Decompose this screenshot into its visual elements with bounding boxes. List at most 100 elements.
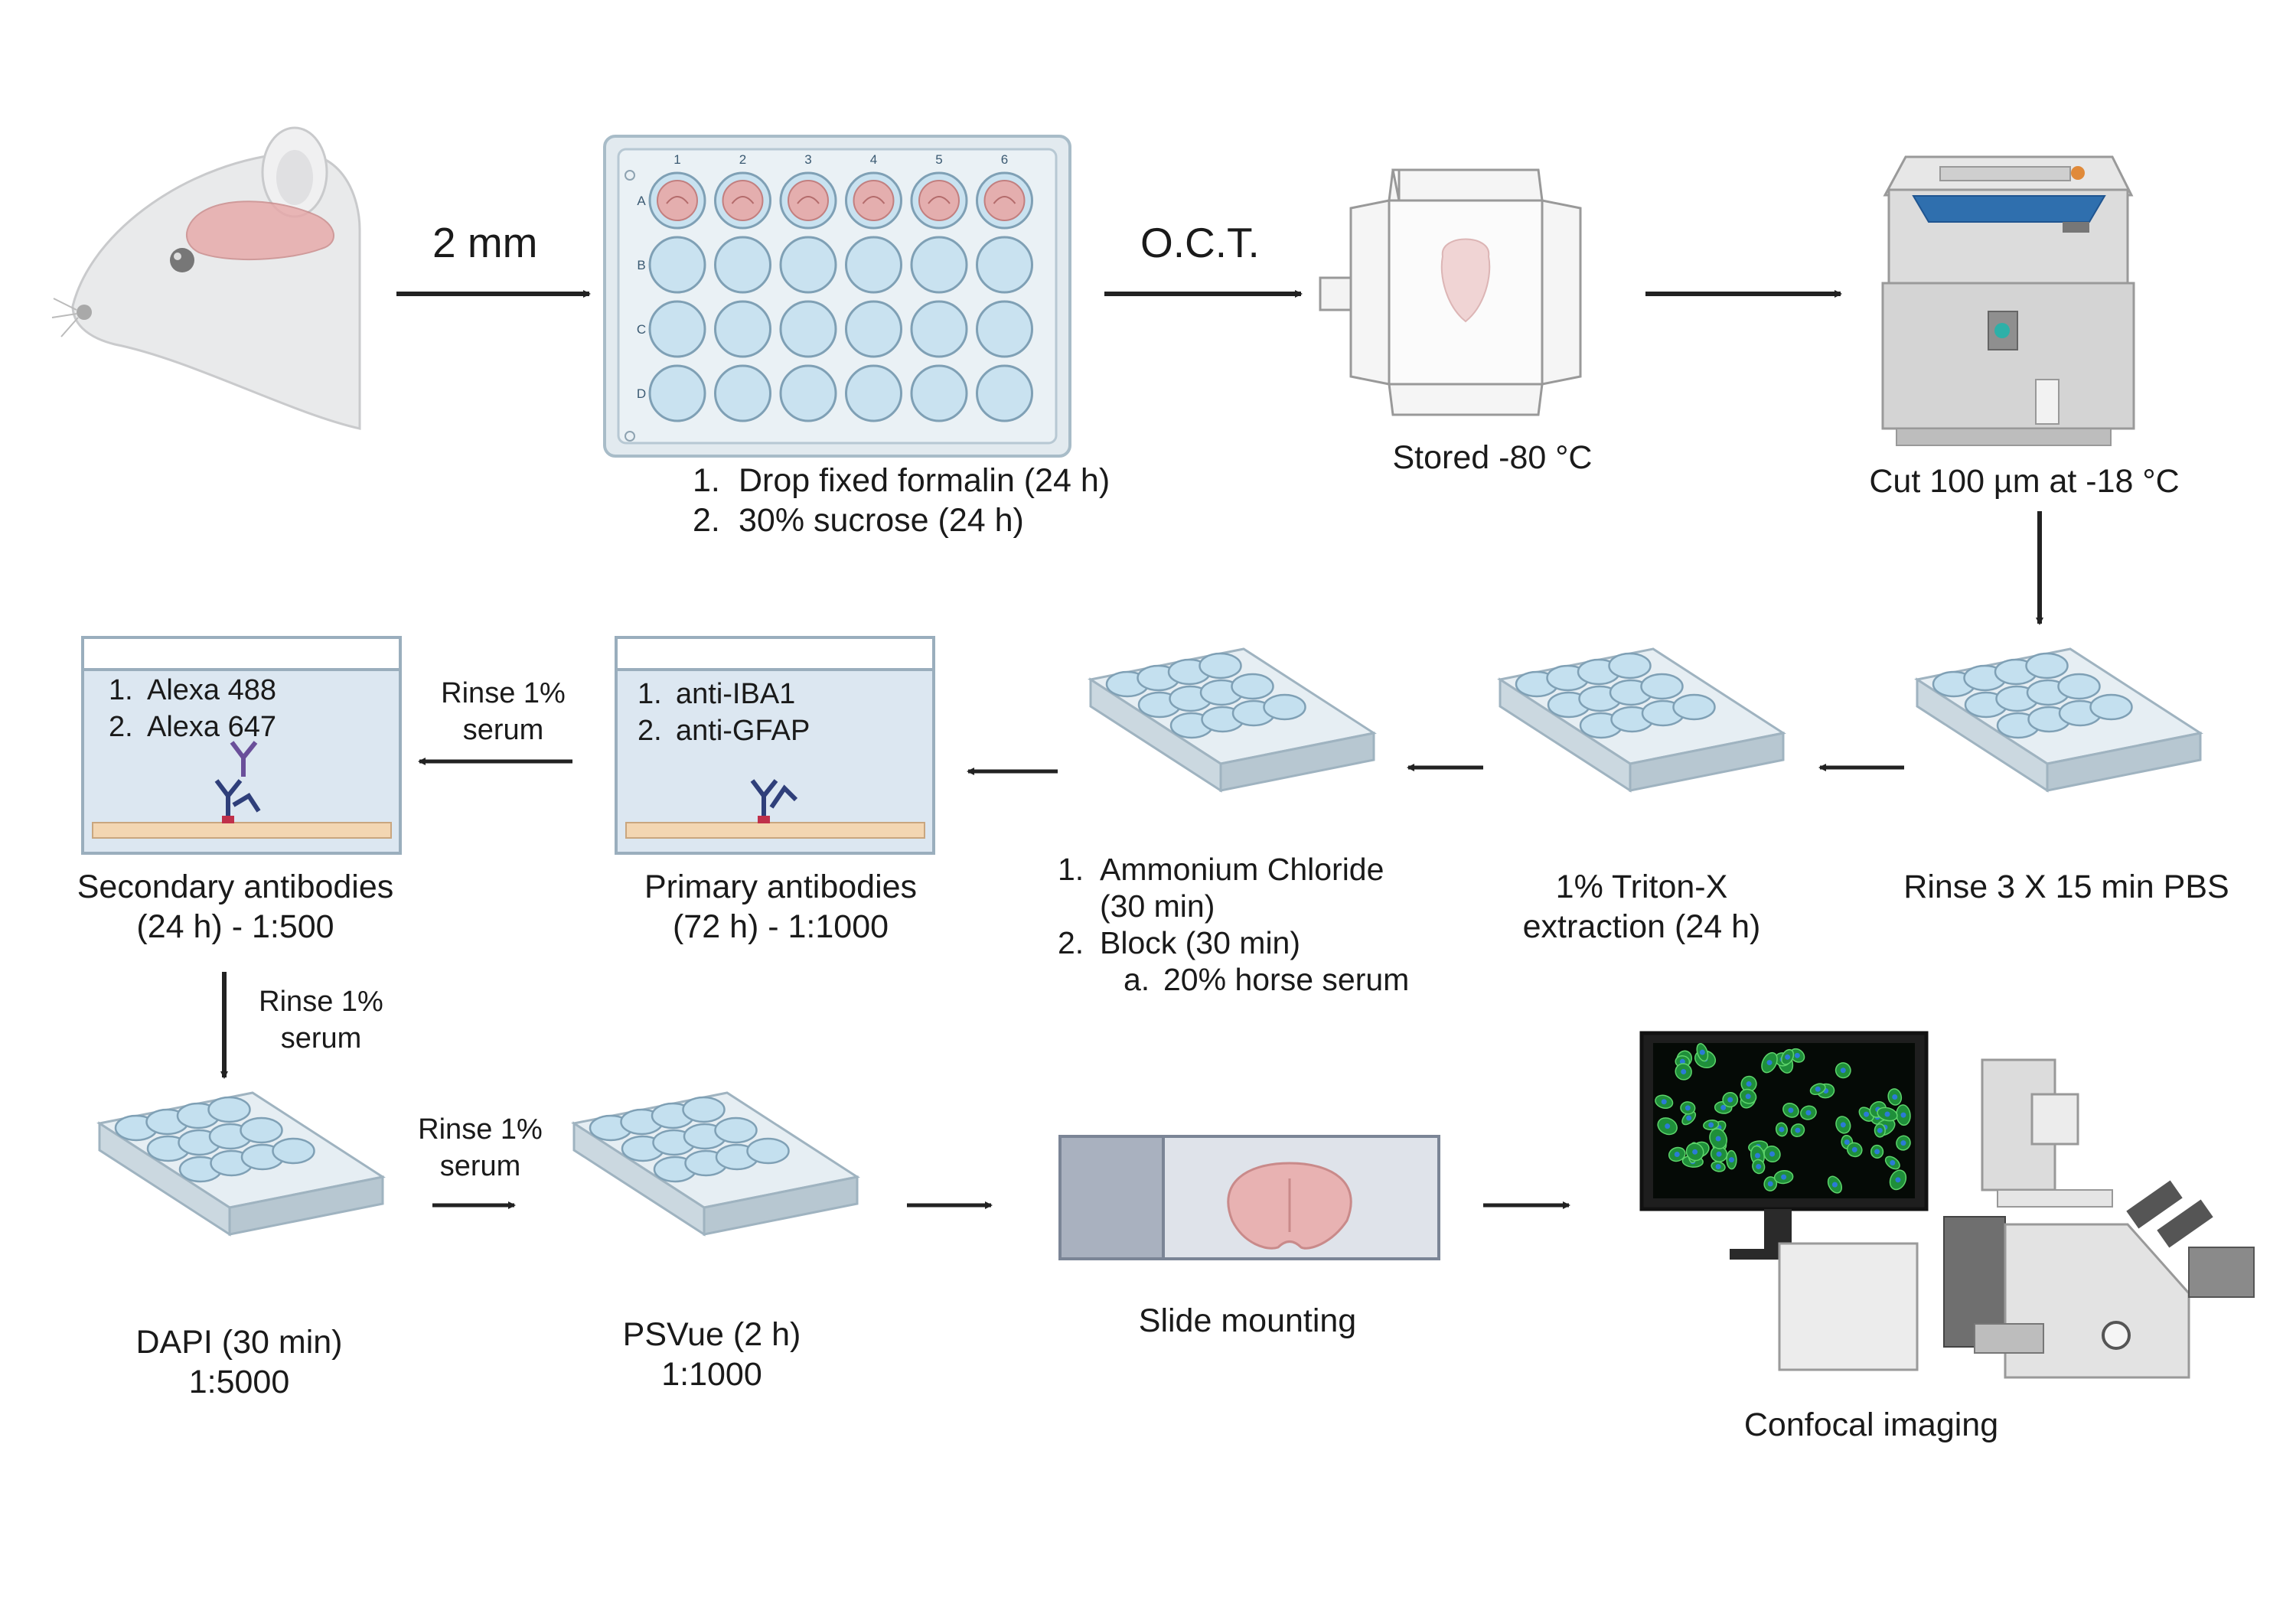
- plate-well: [1608, 652, 1652, 680]
- nucleus: [1715, 1163, 1721, 1169]
- nucleus: [1728, 1157, 1734, 1163]
- plate-well: [2089, 693, 2133, 721]
- nucleus: [1661, 1099, 1667, 1105]
- secondary-antibody-1: 1.Alexa 488: [109, 674, 277, 706]
- plate-well: [976, 364, 1033, 422]
- nucleus: [1795, 1127, 1801, 1133]
- nucleus: [1805, 1110, 1812, 1116]
- secondary-antibody-2: 2.Alexa 647: [109, 711, 277, 743]
- plate-rinse-pbs: [1916, 647, 2202, 792]
- nucleus: [1779, 1126, 1785, 1133]
- nucleus: [1686, 1115, 1692, 1121]
- nucleus: [1874, 1149, 1880, 1155]
- plate-well: [240, 1116, 283, 1144]
- primary-antibody-1: 1.anti-IBA1: [638, 678, 796, 710]
- brain-slice: [853, 180, 895, 221]
- block-list: 1.Ammonium Chloride (30 min) 2.Block (30…: [1058, 851, 1409, 998]
- mounting-label: Slide mounting: [1138, 1302, 1357, 1339]
- nucleus: [1890, 1159, 1896, 1165]
- plate-well: [1199, 652, 1242, 680]
- nucleus: [1895, 1177, 1901, 1183]
- plate-block: [1089, 647, 1375, 792]
- plate-well: [682, 1096, 726, 1123]
- nucleus: [1900, 1140, 1906, 1146]
- plate-well: [207, 1096, 251, 1123]
- nucleus: [1665, 1123, 1671, 1129]
- fixation-step-1: 1.Drop fixed formalin (24 h): [693, 462, 1110, 499]
- primary-antibodies-caption: Primary antibodies(72 h) - 1:1000: [644, 869, 918, 945]
- nucleus: [1900, 1112, 1906, 1118]
- brain-slice: [788, 180, 829, 221]
- plate-well: [779, 300, 837, 358]
- dapi-label: DAPI (30 min)1:5000: [135, 1324, 343, 1400]
- plate-column-label: 4: [870, 152, 877, 167]
- plate-well: [910, 236, 968, 294]
- plate-well: [1672, 693, 1716, 721]
- plate-well: [2025, 652, 2069, 680]
- nucleus: [1785, 1054, 1791, 1060]
- nucleus: [1745, 1094, 1751, 1100]
- plate-well: [272, 1137, 315, 1165]
- secondary-antibody-container: [81, 636, 402, 855]
- plate-well: [648, 236, 706, 294]
- confocal-microscope: [1639, 1031, 2255, 1379]
- nucleus: [1844, 1139, 1850, 1146]
- brain-slice: [918, 180, 960, 221]
- nucleus: [1788, 1107, 1794, 1113]
- primary-antibody-container: [615, 636, 935, 855]
- secondary-antibodies-caption: Secondary antibodies(24 h) - 1:500: [77, 869, 394, 945]
- plate-well: [779, 364, 837, 422]
- plate-well: [976, 300, 1033, 358]
- microscope-slide: [1058, 1135, 1440, 1260]
- plate-well: [845, 300, 902, 358]
- plate-well: [845, 236, 902, 294]
- plate-row-label: A: [637, 194, 646, 208]
- plate-well: [648, 364, 706, 422]
- block-step-2: 2.Block (30 min): [1058, 925, 1301, 960]
- plate-well: [714, 236, 771, 294]
- storage-label: Stored -80 °C: [1392, 439, 1593, 476]
- nucleus: [1767, 1181, 1773, 1187]
- brain-slice: [722, 180, 764, 221]
- plate-well: [648, 300, 706, 358]
- primary-antibody-2: 2.anti-GFAP: [638, 715, 810, 747]
- nucleus: [1877, 1127, 1883, 1133]
- plate-column-label: 2: [739, 152, 746, 167]
- nucleus: [1699, 1049, 1705, 1055]
- cryomold: [1319, 168, 1582, 416]
- brain-slice: [983, 180, 1026, 221]
- nucleus: [1884, 1111, 1890, 1117]
- plate-row-label: D: [637, 386, 646, 401]
- slice-thickness-label: 2 mm: [432, 219, 538, 266]
- plate-well: [910, 364, 968, 422]
- cryostat: [1881, 155, 2135, 446]
- nucleus: [1708, 1122, 1714, 1128]
- plate-row-label: C: [637, 322, 646, 337]
- rinse-serum-label-2: Rinse 1%serum: [259, 986, 383, 1054]
- plate-well: [1640, 673, 1684, 700]
- nucleus: [1815, 1086, 1821, 1092]
- nucleus: [1851, 1146, 1857, 1152]
- plate-well: [714, 364, 771, 422]
- plate-column-label: 1: [673, 152, 680, 167]
- block-substep-a: a.20% horse serum: [1124, 962, 1410, 997]
- rinse-serum-label-3: Rinse 1%serum: [418, 1113, 543, 1182]
- plate-well: [714, 300, 771, 358]
- plate-well: [845, 364, 902, 422]
- plate-well: [976, 236, 1033, 294]
- plate-psvue: [572, 1091, 859, 1236]
- nucleus: [1831, 1182, 1838, 1188]
- fixation-step-2: 2.30% sucrose (24 h): [693, 502, 1024, 539]
- mouse-illustration: [51, 126, 361, 430]
- nucleus: [1794, 1052, 1800, 1058]
- secondary-antibody-list: 1.Alexa 488 2.Alexa 647: [109, 672, 276, 745]
- plate-column-label: 6: [1001, 152, 1008, 167]
- nucleus: [1769, 1151, 1776, 1157]
- plate-well: [746, 1137, 790, 1165]
- nucleus: [1679, 1058, 1685, 1064]
- plate-well: [910, 300, 968, 358]
- nucleus: [1727, 1097, 1733, 1103]
